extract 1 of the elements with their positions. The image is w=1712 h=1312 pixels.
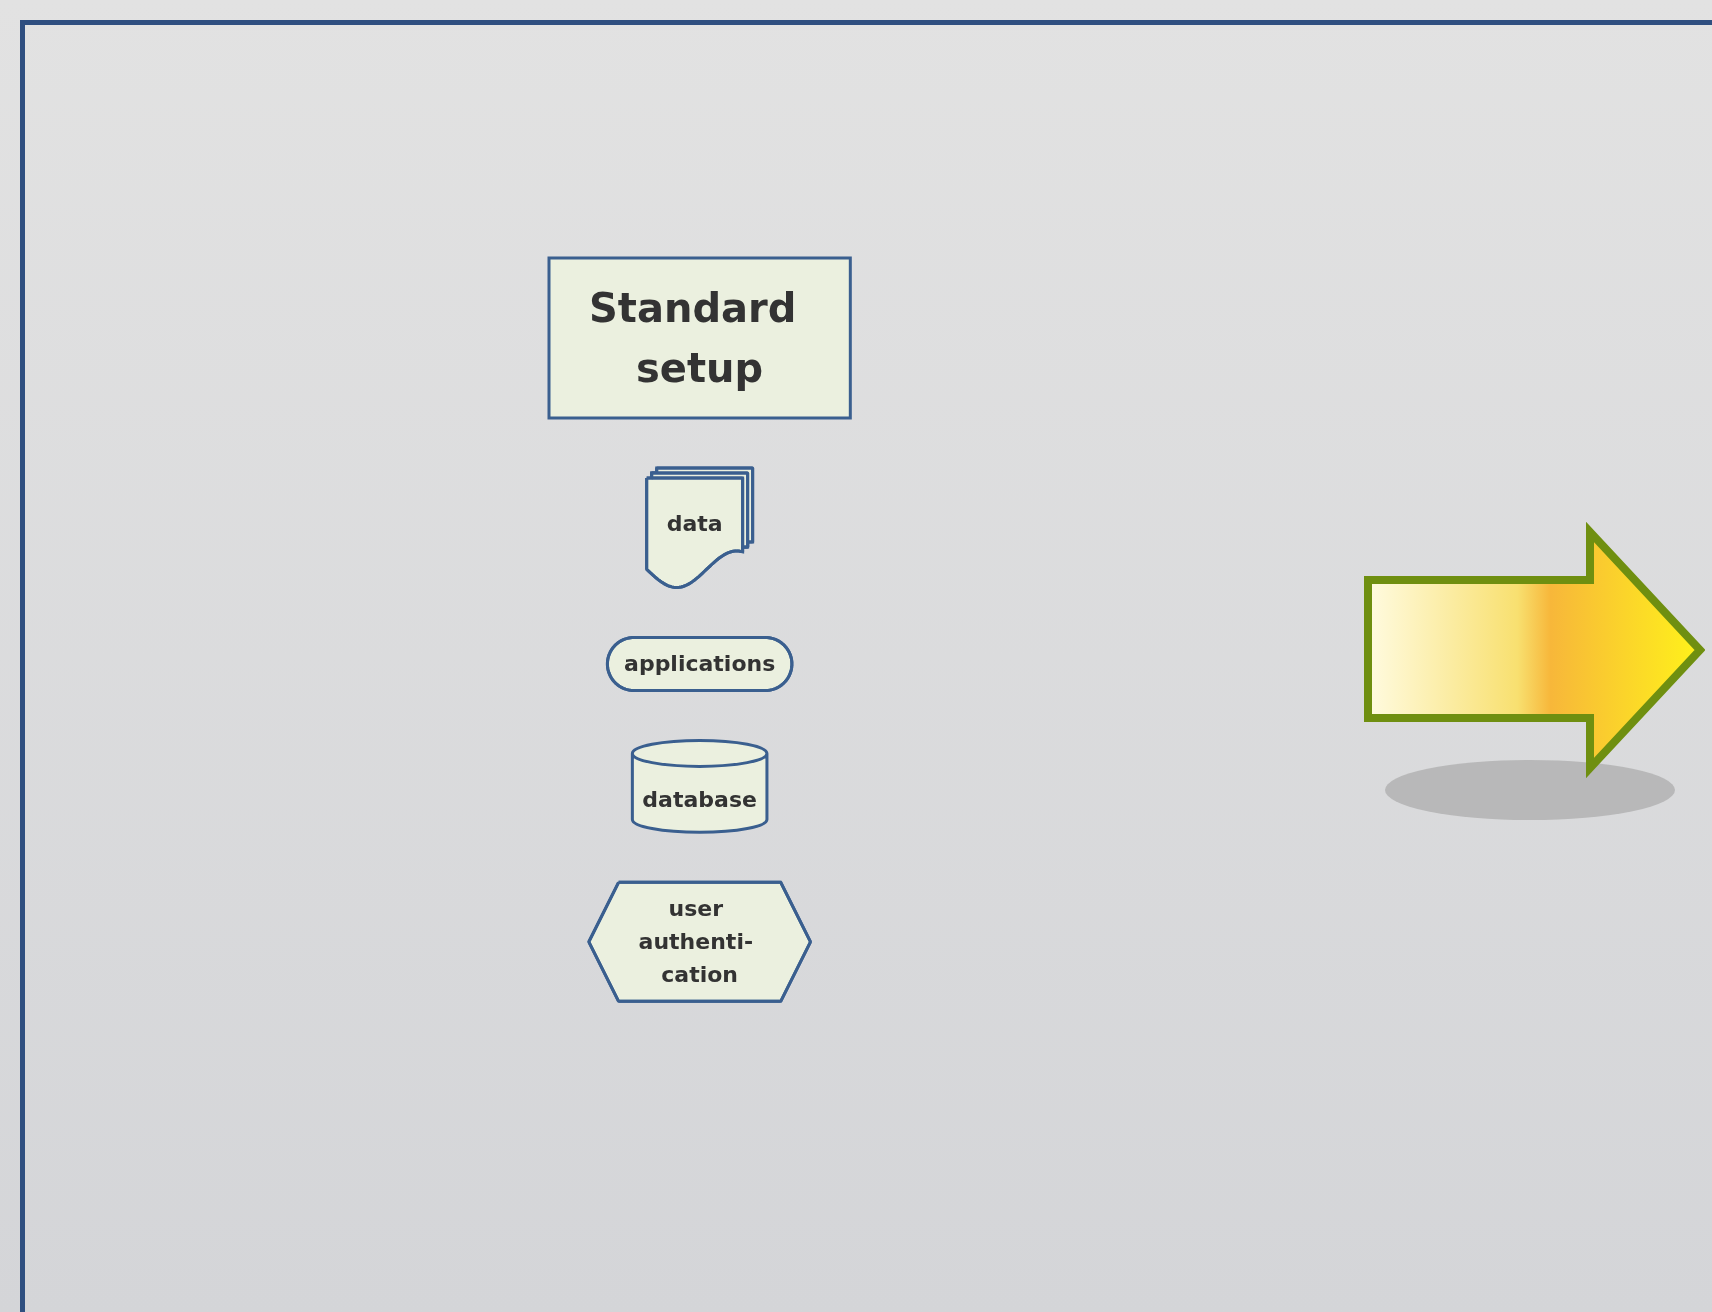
node-box: Standard setup [547,256,853,420]
